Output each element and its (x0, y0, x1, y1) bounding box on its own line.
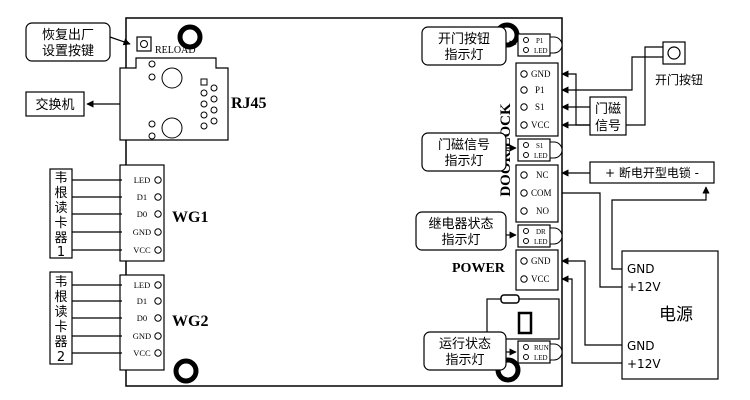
led-p1-bottom: LED (534, 47, 548, 55)
wg2-pin-vcc: VCC (133, 348, 151, 358)
wg1-pin-vcc: VCC (133, 245, 151, 255)
led-run-bottom: LED (534, 354, 548, 362)
wg1-pins: LED D1 D0 GND VCC (133, 175, 162, 255)
power-pin-vcc: VCC (531, 274, 550, 284)
led-s1: S1 LED (517, 138, 563, 162)
led-dr-top: DR (536, 228, 546, 236)
door-sensor-wires (561, 70, 590, 126)
wg2-reader-c5: 2 (57, 350, 65, 365)
psu-g1-gnd: GND (627, 262, 655, 276)
wg1-reader-c5: 1 (57, 245, 65, 260)
reset-callout-line1: 恢复出厂 (42, 28, 94, 43)
power-pins: GND VCC (520, 256, 551, 284)
reset-label: RELOAD (155, 45, 196, 56)
wg2-reader-c2: 读 (54, 305, 67, 320)
psu-title: 电源 (659, 305, 693, 325)
run-led-line2: 指示灯 (445, 353, 484, 368)
open-button-label: 开门按钮 (655, 72, 703, 87)
rj45-socket (119, 57, 229, 141)
wg1-reader-c2: 读 (54, 201, 67, 216)
mount-hole-bl (173, 358, 199, 384)
door-sensor: 门磁 信号 (589, 96, 627, 136)
door-sensor-line1: 门磁 (595, 102, 621, 117)
open-led-line1: 开门按钮 (438, 32, 490, 47)
wg2-pin-d1: D1 (137, 296, 147, 306)
lock-label: + 断电开型电锁 - (605, 165, 699, 180)
door-pin-p1: P1 (535, 85, 545, 95)
door-led-callout: 门磁信号 指示灯 (421, 132, 507, 172)
lock-pin-com: COM (531, 188, 552, 198)
door-pins: GND P1 S1 VCC (520, 69, 551, 130)
led-p1-top: P1 (536, 37, 544, 45)
led-p1: P1 LED (517, 33, 563, 57)
led-s1-top: S1 (536, 142, 544, 150)
power-pin-gnd: GND (531, 256, 551, 266)
switch-callout: 交换机 (25, 91, 85, 117)
wg2-reader-c3: 卡 (54, 320, 67, 335)
led-run: RUN LED (517, 340, 563, 364)
power-label: POWER (452, 261, 506, 276)
wiegand-reader-1: 韦 根 读 卡 器 1 (49, 168, 73, 260)
led-s1-bottom: LED (534, 152, 548, 160)
lock-pins: NC COM NO (520, 170, 552, 216)
psu-g2-12v: +12V (627, 357, 661, 371)
open-led-line2: 指示灯 (444, 48, 483, 63)
relay-led-line2: 指示灯 (441, 233, 480, 248)
reset-callout: 恢复出厂 设置按键 (25, 22, 111, 62)
run-led-line1: 运行状态 (439, 337, 491, 352)
wg1-reader-c1: 根 (54, 186, 67, 201)
wg2-pins: LED D1 D0 GND VCC (133, 280, 162, 358)
power-wires (561, 257, 622, 364)
psu-g2-gnd: GND (627, 339, 655, 353)
reset-button (136, 36, 152, 52)
lock-pin-nc: NC (536, 170, 549, 180)
open-led-callout: 开门按钮 指示灯 (421, 26, 507, 66)
wg2-wires (72, 284, 122, 354)
led-dr: DR LED (517, 224, 563, 248)
door-pin-gnd: GND (531, 69, 551, 79)
wg1-wires (72, 179, 122, 251)
wiegand-reader-2: 韦 根 读 卡 器 2 (49, 271, 73, 365)
lock-pin-no: NO (536, 206, 549, 216)
wg1-pin-d1: D1 (137, 192, 147, 202)
wg1-reader-c4: 器 (54, 231, 67, 246)
wg2-reader-c4: 器 (54, 335, 67, 350)
rj45-label: RJ45 (231, 95, 267, 112)
reset-callout-line2: 设置按键 (42, 44, 94, 59)
door-sensor-line2: 信号 (595, 119, 621, 134)
switch-label: 交换机 (35, 97, 74, 113)
power-terminal (515, 249, 559, 291)
led-run-top: RUN (534, 344, 549, 352)
wg1-pin-gnd: GND (133, 227, 151, 237)
wg1-label: WG1 (172, 209, 208, 226)
open-button-symbol (662, 41, 686, 65)
lock-wires (561, 169, 710, 288)
door-led-line2: 指示灯 (444, 154, 483, 169)
relay-led-callout: 继电器状态 指示灯 (415, 211, 507, 251)
door-pin-vcc: VCC (531, 120, 550, 130)
wg2-reader-c1: 根 (54, 290, 67, 305)
psu-g1-12v: +12V (627, 280, 661, 294)
run-led-callout: 运行状态 指示灯 (423, 331, 507, 371)
electric-lock: + 断电开型电锁 - (589, 161, 715, 184)
wg1-pin-d0: D0 (137, 209, 147, 219)
wg2-label: WG2 (172, 313, 208, 330)
wg1-pin-led: LED (134, 175, 151, 185)
relay-led-line1: 继电器状态 (428, 217, 493, 232)
mount-hole-tl (177, 24, 203, 50)
wg1-reader-c3: 卡 (54, 216, 67, 231)
door-led-line1: 门磁信号 (438, 138, 490, 153)
wg2-reader-c0: 韦 (54, 275, 67, 290)
door-pin-s1: S1 (535, 102, 545, 112)
wg2-pin-gnd: GND (133, 331, 151, 341)
power-supply: GND +12V 电源 GND +12V (621, 250, 719, 380)
wg2-pin-d0: D0 (137, 313, 147, 323)
wg2-pin-led: LED (134, 280, 151, 290)
led-dr-bottom: LED (534, 238, 548, 246)
wg1-reader-c0: 韦 (54, 171, 67, 186)
